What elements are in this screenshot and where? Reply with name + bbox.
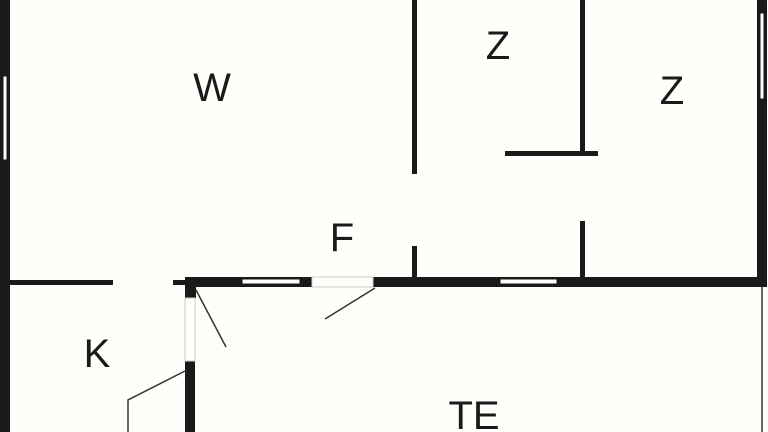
wall-closet (505, 151, 598, 156)
door-swing-1 (195, 289, 227, 348)
door-swing-2 (324, 287, 376, 320)
outer-wall-left (0, 0, 10, 432)
wall-stub (173, 280, 187, 285)
window-right (759, 12, 765, 100)
wall-living-hall (412, 0, 417, 174)
wall-terrace-top (185, 282, 196, 298)
window-hall (241, 278, 301, 285)
wall-bedrooms (580, 0, 585, 155)
door-opening-terrace (311, 276, 374, 288)
wall-terrace-left (185, 361, 195, 432)
room-label-living: W (193, 66, 231, 110)
room-label-kitchen: K (83, 332, 111, 376)
room-label-terrace: TE (448, 394, 500, 432)
wall-bedroom-lower (580, 221, 585, 282)
door-opening-kitchen (184, 297, 196, 362)
wall-living-hall-lower (412, 246, 417, 282)
room-label-hallway: F (329, 216, 355, 260)
outer-wall-right (757, 0, 767, 287)
window-left (2, 75, 8, 161)
wall-kitchen-left (10, 280, 113, 285)
room-label-bedroom-1: Z (485, 24, 511, 68)
wall-horizontal-main (185, 277, 767, 287)
room-label-bedroom-2: Z (659, 69, 685, 113)
window-bedroom (499, 278, 558, 285)
door-swing-3 (127, 370, 186, 432)
